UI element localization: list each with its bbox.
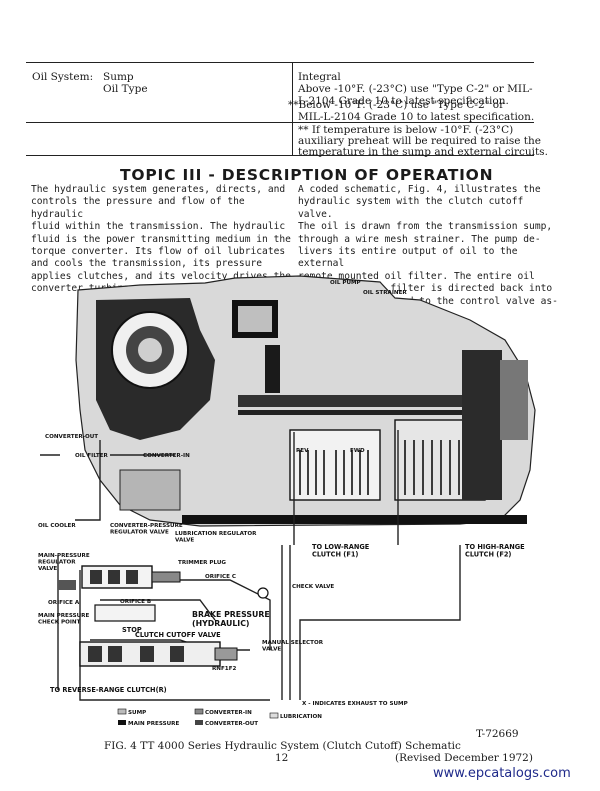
clutch-cutoff-label: CLUTCH CUTOFF VALVE bbox=[135, 631, 221, 639]
stop-label: STOP bbox=[122, 626, 142, 634]
reverse-range-label: TO REVERSE-RANGE CLUTCH(R) bbox=[50, 686, 167, 694]
temp-note-line-3: temperature in the sump and external cir… bbox=[298, 146, 548, 158]
sump-label: Sump bbox=[103, 71, 134, 83]
orifice-b-label: ORIFICE B bbox=[120, 599, 151, 605]
trimmer-plug-label: TRIMMER PLUG bbox=[178, 560, 226, 566]
oil-pump-label: OIL PUMP bbox=[330, 280, 361, 286]
table-column-rule bbox=[292, 62, 293, 155]
temp-note-line-2: auxiliary preheat will be required to ra… bbox=[298, 135, 542, 147]
legend-sump-label: SUMP bbox=[128, 710, 146, 716]
schematic-legend: SUMP MAIN PRESSURE CONVERTER-IN CONVERTE… bbox=[117, 708, 322, 727]
legend-sump-swatch bbox=[117, 708, 127, 715]
orifice-c-label: ORIFICE C bbox=[205, 574, 236, 580]
brake-pressure-label: BRAKE PRESSURE(HYDRAULIC) bbox=[192, 610, 270, 628]
oil-spec-line-3: **Below -10°F. (-23°C) use "Type C-2" or bbox=[288, 99, 505, 111]
oil-spec-line-2: L-2104 Grade 10 to latest specification. bbox=[298, 95, 509, 107]
integral-value: Integral bbox=[298, 71, 341, 83]
figure-caption: FIG. 4 TT 4000 Series Hydraulic System (… bbox=[104, 740, 461, 752]
page-number: 12 bbox=[275, 752, 289, 764]
legend-converter-out-label: CONVERTER-OUT bbox=[205, 721, 258, 727]
legend-lube-label: LUBRICATION bbox=[280, 714, 322, 720]
oil-type-label: Oil Type bbox=[103, 83, 148, 95]
oil-spec-line-4: MIL-L-2104 Grade 10 to latest specificat… bbox=[298, 111, 535, 123]
converter-in-label: CONVERTER-IN bbox=[143, 453, 190, 459]
oil-spec-line-1: Above -10°F. (-23°C) use "Type C-2" or M… bbox=[298, 83, 533, 95]
temp-note-line-1: ** If temperature is below -10°F. (-23°C… bbox=[298, 124, 514, 136]
legend-converter-out-swatch bbox=[195, 720, 203, 725]
check-valve-label: CHECK VALVE bbox=[292, 584, 334, 590]
legend-lube-swatch bbox=[269, 712, 279, 719]
topic-heading: TOPIC III - DESCRIPTION OF OPERATION bbox=[120, 166, 494, 184]
oil-filter-label: OIL FILTER bbox=[75, 453, 109, 459]
fwd-label: FWD bbox=[350, 448, 365, 454]
table-top-rule bbox=[26, 62, 534, 63]
exhaust-note-label: X - INDICATES EXHAUST TO SUMP bbox=[302, 701, 408, 707]
revised-date: (Revised December 1972) bbox=[395, 752, 533, 764]
rnf-label: RNF1F2 bbox=[212, 666, 237, 672]
rev-label: REV bbox=[296, 448, 309, 454]
watermark-link[interactable]: www.epcatalogs.com bbox=[433, 766, 571, 781]
transmission-housing bbox=[75, 275, 536, 527]
oil-strainer-label: OIL STRAINER bbox=[363, 290, 407, 296]
oil-system-label: Oil System: bbox=[32, 71, 94, 83]
orifice-a-label: ORIFICE A bbox=[48, 600, 80, 606]
converter-out-label: CONVERTER-OUT bbox=[45, 434, 98, 440]
valve-bodies bbox=[58, 565, 269, 667]
legend-converter-in-label: CONVERTER-IN bbox=[205, 710, 252, 716]
legend-converter-in-swatch bbox=[194, 708, 204, 715]
legend-main-label: MAIN PRESSURE bbox=[128, 721, 179, 727]
table-bottom-rule bbox=[26, 155, 534, 156]
oil-cooler-label: OIL COOLER bbox=[38, 523, 76, 529]
figure-number: T-72669 bbox=[476, 728, 519, 740]
legend-main-swatch bbox=[118, 720, 126, 725]
table-middle-rule bbox=[26, 122, 534, 123]
